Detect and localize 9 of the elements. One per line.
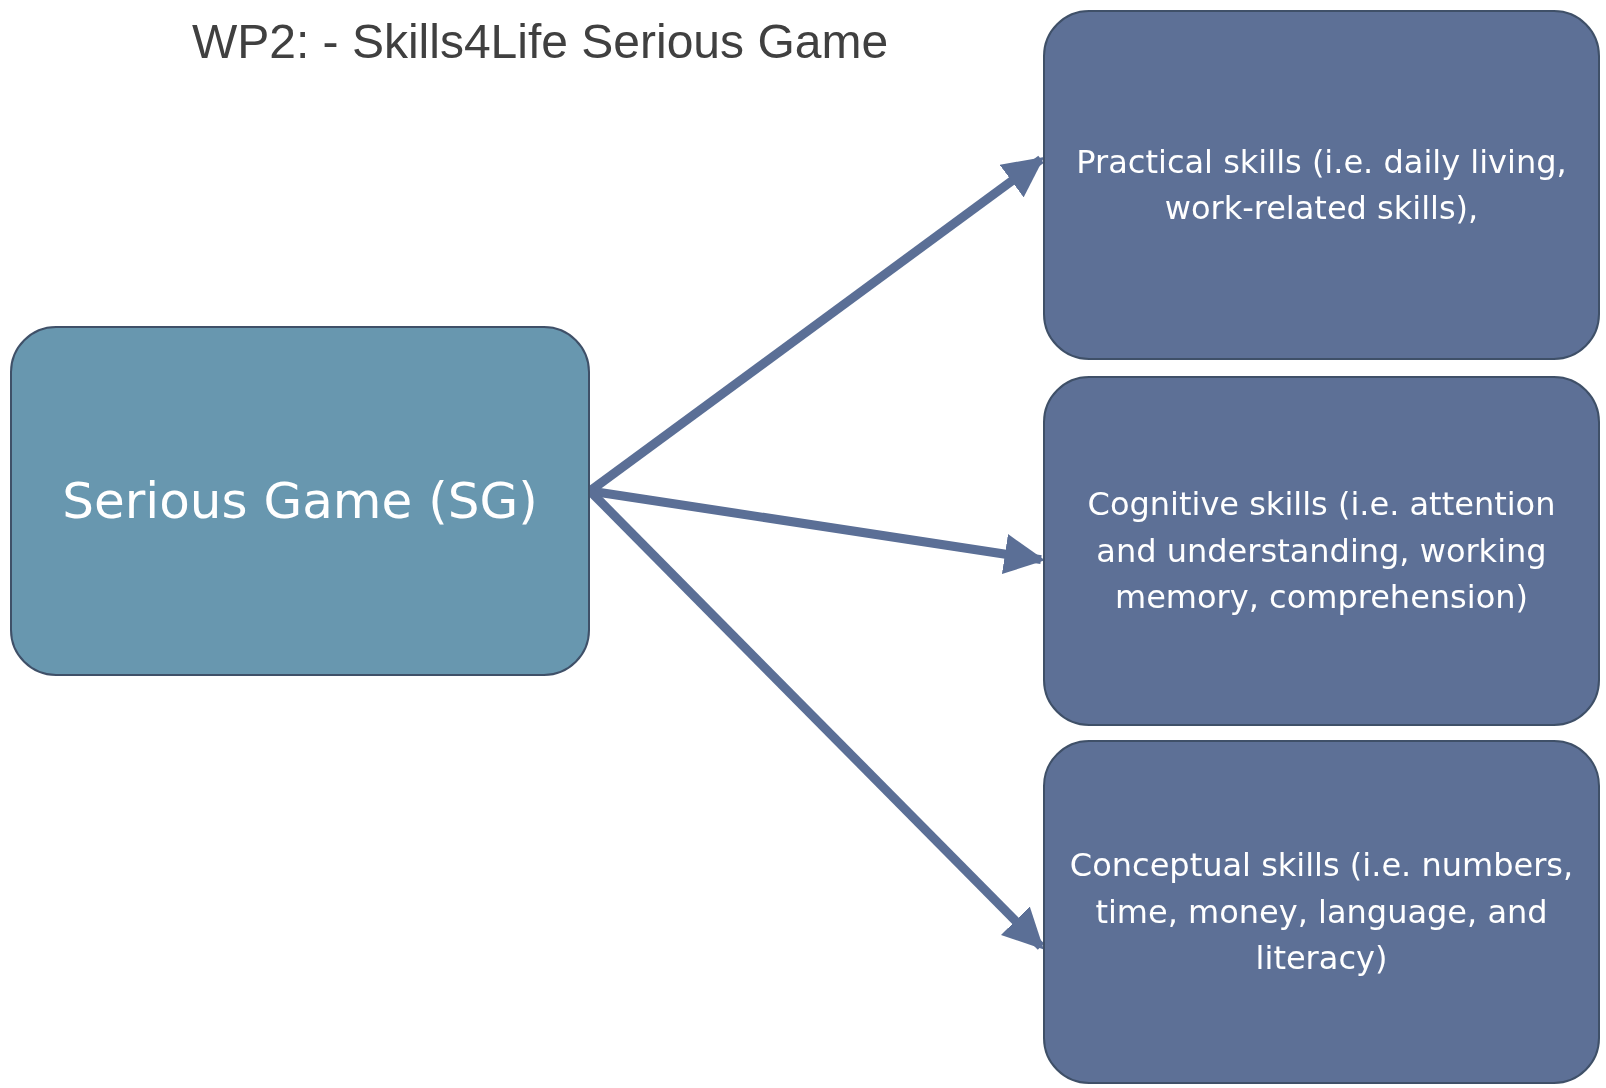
rounded-box [1043, 10, 1600, 360]
box-text: Cognitive skills (i.e. attention and understanding, working memory, comprehension) [1086, 484, 1557, 619]
rounded-box [10, 326, 590, 676]
rounded-box [1043, 376, 1600, 726]
diagram-title: WP2: - Skills4Life Serious Game [190, 14, 890, 69]
box-text: Serious Game (SG) [62, 470, 538, 532]
rounded-box [1043, 740, 1600, 1084]
box-text: Conceptual skills (i.e. numbers, time, money, language, and literacy) [1069, 845, 1574, 980]
box-text: Practical skills (i.e. daily living, work-related skills), [1075, 141, 1568, 229]
